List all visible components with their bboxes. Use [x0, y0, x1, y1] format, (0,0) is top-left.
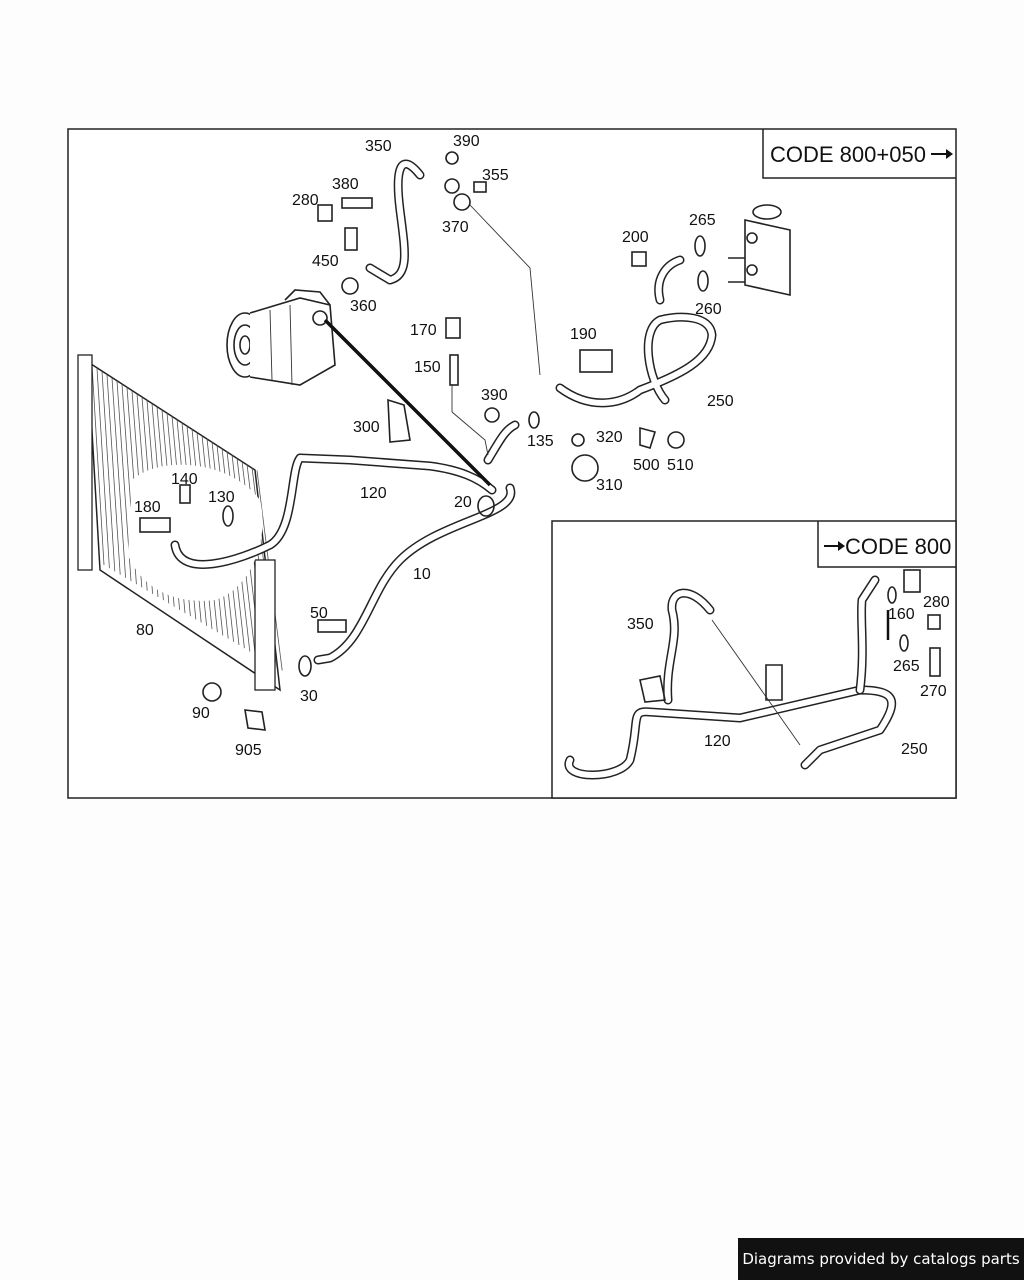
callout-150: 150	[414, 359, 441, 376]
callout-510: 510	[667, 457, 694, 474]
inset-frame: CODE 800	[551, 520, 957, 799]
callout-320: 320	[596, 429, 623, 446]
callout-30: 30	[300, 688, 318, 705]
callout-905: 905	[235, 742, 262, 759]
callout-10: 10	[413, 566, 431, 583]
callout-260: 260	[695, 301, 722, 318]
callout-80: 80	[136, 622, 154, 639]
callout-20: 20	[454, 494, 472, 511]
line-150-135	[483, 420, 520, 465]
arrow-right-icon	[824, 541, 845, 551]
code-800-050-box: CODE 800+050	[762, 129, 956, 179]
callout-310: 310	[596, 477, 623, 494]
callout-250: 250	[707, 393, 734, 410]
callout-160: 160	[888, 606, 915, 623]
callout-190: 190	[570, 326, 597, 343]
callout-370: 370	[442, 219, 469, 236]
footer-banner: Diagrams provided by catalogs parts	[738, 1238, 1024, 1280]
callout-280: 280	[292, 192, 319, 209]
callout-450: 450	[312, 253, 339, 270]
inset-hoses	[564, 569, 941, 780]
callout-380: 380	[332, 176, 359, 193]
callout-135: 135	[527, 433, 554, 450]
callout-50: 50	[310, 605, 328, 622]
hose-10	[313, 483, 516, 665]
callout-270: 270	[920, 683, 947, 700]
expansion-valve	[728, 204, 791, 296]
callout-200: 200	[622, 229, 649, 246]
callout-250: 250	[901, 741, 928, 758]
hose-120	[170, 453, 497, 569]
callout-140: 140	[171, 471, 198, 488]
callout-120: 120	[360, 485, 387, 502]
callout-265: 265	[689, 212, 716, 229]
callout-120: 120	[704, 733, 731, 750]
callout-355: 355	[482, 167, 509, 184]
callout-265: 265	[893, 658, 920, 675]
hose-350	[365, 159, 425, 285]
callout-90: 90	[192, 705, 210, 722]
callout-350: 350	[627, 616, 654, 633]
small-parts	[139, 151, 709, 731]
callout-390: 390	[481, 387, 508, 404]
code-800-050-label: CODE 800+050	[770, 142, 926, 167]
callout-180: 180	[134, 499, 161, 516]
callout-390: 390	[453, 133, 480, 150]
compressor	[226, 289, 336, 386]
callout-170: 170	[410, 322, 437, 339]
leader-150-2	[451, 411, 489, 456]
callout-130: 130	[208, 489, 235, 506]
arrow-right-icon	[931, 149, 953, 159]
suction-line	[323, 318, 492, 487]
code-800-label: CODE 800	[845, 534, 951, 559]
callout-500: 500	[633, 457, 660, 474]
callout-350: 350	[365, 138, 392, 155]
callout-300: 300	[353, 419, 380, 436]
leader-370	[469, 204, 541, 376]
callout-360: 360	[350, 298, 377, 315]
hose-250	[555, 255, 717, 408]
callout-280: 280	[923, 594, 950, 611]
condenser	[77, 354, 283, 692]
